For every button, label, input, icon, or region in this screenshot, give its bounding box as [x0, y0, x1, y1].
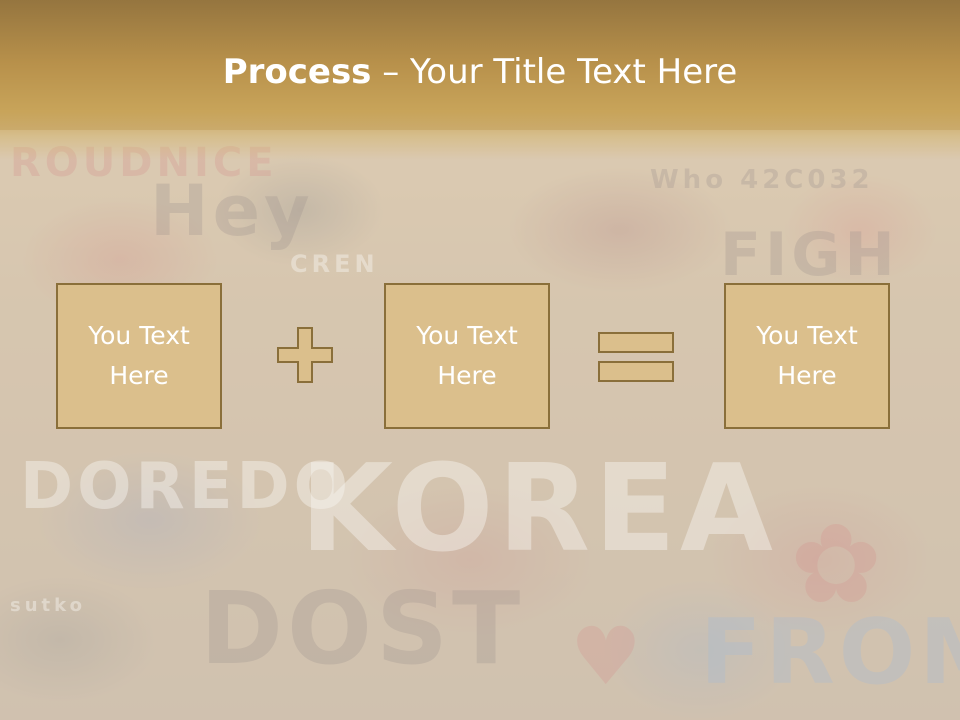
plus-icon [277, 327, 333, 383]
process-box-3-text: You Text Here [737, 316, 877, 396]
title-bar [0, 0, 960, 160]
process-box-2-line2: Here [437, 361, 497, 390]
process-box-1[interactable]: You Text Here [56, 283, 222, 429]
process-box-3[interactable]: You Text Here [724, 283, 890, 429]
process-box-2-text: You Text Here [397, 316, 537, 396]
process-box-1-line2: Here [109, 361, 169, 390]
process-box-2[interactable]: You Text Here [384, 283, 550, 429]
process-box-1-text: You Text Here [69, 316, 209, 396]
title-rest: – Your Title Text Here [371, 52, 738, 92]
process-box-1-line1: You Text [88, 321, 190, 350]
slide-title: Process – Your Title Text Here [0, 52, 960, 92]
process-box-3-line1: You Text [756, 321, 858, 350]
equals-icon [598, 332, 674, 382]
process-box-3-line2: Here [777, 361, 837, 390]
title-bold: Process [222, 52, 372, 92]
process-box-2-line1: You Text [416, 321, 518, 350]
